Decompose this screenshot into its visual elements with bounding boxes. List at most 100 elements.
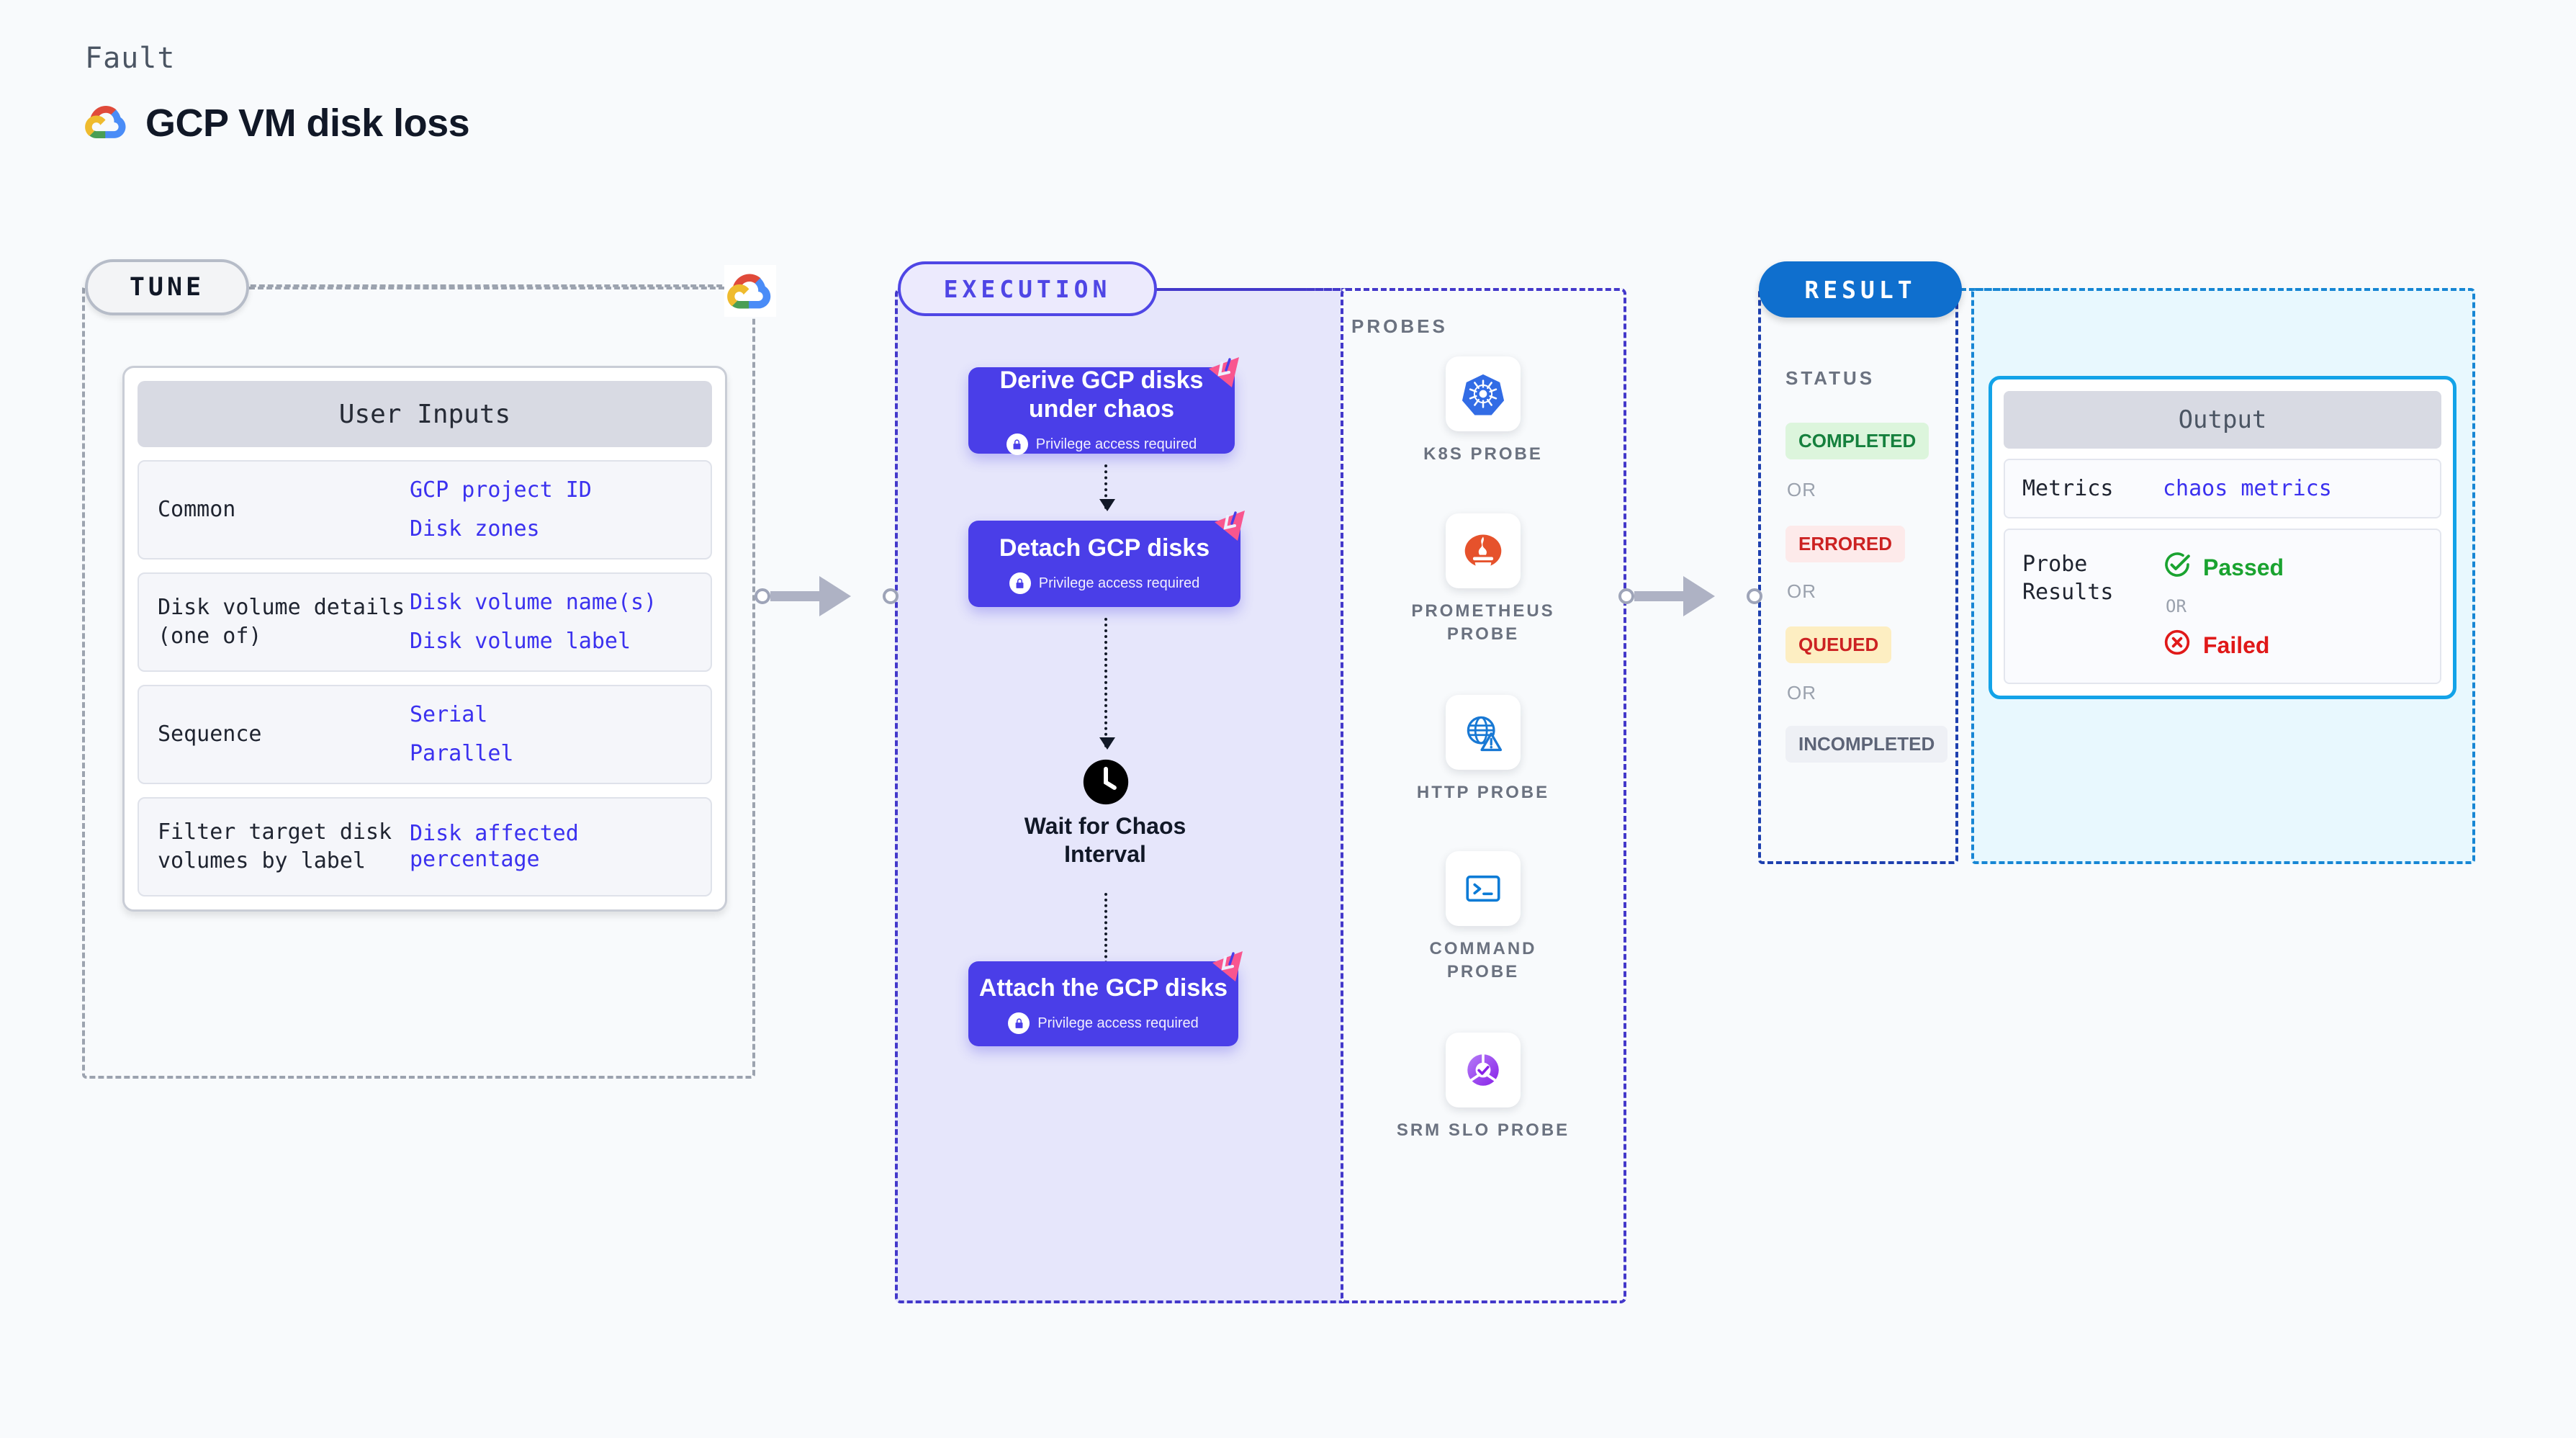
probes-panel (1341, 288, 1626, 1303)
connector-arrowhead (1683, 576, 1747, 616)
output-title: Output (2004, 391, 2441, 449)
check-circle-icon (2163, 550, 2192, 585)
user-input-row: Disk volume details (one of) Disk volume… (138, 572, 712, 672)
output-value[interactable]: chaos metrics (2163, 476, 2332, 501)
execution-top-connector (1157, 288, 1341, 291)
probe-item[interactable]: K8S PROBE (1393, 356, 1573, 466)
connector-line (770, 591, 819, 601)
connector-end-dot (883, 588, 899, 604)
terminal-icon (1446, 851, 1521, 926)
status-or: OR (1787, 580, 1816, 602)
output-row-probe-results: Probe Results Passed OR (2004, 529, 2441, 684)
gcp-logo-icon (724, 265, 776, 317)
litmus-logo-icon (1200, 353, 1245, 397)
user-inputs-title: User Inputs (138, 381, 712, 447)
connector-start-dot (1618, 588, 1634, 604)
result-pill[interactable]: RESULT (1759, 261, 1962, 318)
user-input-value[interactable]: Serial (410, 702, 488, 727)
litmus-logo-icon (1204, 947, 1248, 992)
status-badge: COMPLETED (1785, 423, 1929, 459)
user-inputs-card: User Inputs Common GCP project ID Disk z… (122, 366, 727, 912)
probe-name: COMMAND PROBE (1429, 939, 1537, 982)
user-input-key: Sequence (158, 722, 262, 747)
lock-icon (1009, 572, 1031, 595)
litmus-logo-icon (1206, 506, 1251, 551)
gcp-logo-icon (85, 103, 128, 144)
output-key: Probe Results (2022, 552, 2114, 605)
lock-icon (1008, 1012, 1030, 1035)
user-input-row: Filter target disk volumes by label Disk… (138, 797, 712, 896)
probe-name: PROMETHEUS PROBE (1411, 601, 1555, 644)
flow-arrow (1099, 618, 1115, 750)
tune-pill[interactable]: TUNE (85, 259, 249, 315)
status-badge: INCOMPLETED (1785, 726, 1948, 763)
execution-step-title: Derive GCP disks under chaos (999, 366, 1204, 423)
probe-failed-label: Failed (2203, 632, 2270, 658)
user-input-value[interactable]: Disk affected percentage (410, 821, 579, 872)
probe-name: SRM SLO PROBE (1396, 1120, 1570, 1140)
privilege-note-text: Privilege access required (1037, 1015, 1199, 1031)
privilege-note-text: Privilege access required (1035, 436, 1197, 452)
user-input-key: Common (158, 497, 236, 523)
probe-verdict-or: OR (2166, 596, 2187, 616)
probe-passed-label: Passed (2203, 554, 2284, 580)
probe-verdict-failed: Failed (2163, 628, 2284, 662)
user-input-value[interactable]: GCP project ID (410, 477, 592, 503)
clock-icon (1081, 758, 1130, 806)
fault-title-row: GCP VM disk loss (85, 101, 470, 145)
privilege-note: Privilege access required (1009, 572, 1200, 595)
connector-line (1634, 591, 1683, 601)
privilege-note: Privilege access required (1008, 1012, 1199, 1035)
user-input-key: Disk volume details (one of) (158, 595, 405, 649)
connector-execution-to-result (1618, 576, 1762, 616)
execution-step-box[interactable]: Detach GCP disks Privilege access requir… (968, 511, 1245, 607)
status-badge: QUEUED (1785, 626, 1892, 663)
probe-verdict-passed: Passed (2163, 550, 2284, 585)
probe-item[interactable]: SRM SLO PROBE (1393, 1033, 1573, 1142)
flow-arrow (1099, 464, 1115, 511)
user-input-value[interactable]: Disk volume name(s) (410, 590, 657, 615)
execution-step-box[interactable]: Attach the GCP disks Privilege access re… (968, 951, 1243, 1046)
wait-label: Wait for Chaos Interval (1024, 813, 1186, 868)
probe-name: K8S PROBE (1423, 444, 1543, 464)
user-input-value[interactable]: Disk zones (410, 516, 540, 542)
prometheus-icon (1446, 513, 1521, 588)
connector-start-dot (755, 588, 770, 604)
probe-name: HTTP PROBE (1416, 783, 1550, 802)
connector-end-dot (1747, 588, 1762, 604)
page-title: GCP VM disk loss (145, 102, 470, 145)
result-top-connector (1960, 288, 2043, 291)
probes-label: PROBES (1351, 315, 1448, 337)
execution-step-title: Attach the GCP disks (978, 974, 1228, 1002)
privilege-note: Privilege access required (1006, 433, 1197, 456)
status-badge: ERRORED (1785, 526, 1906, 562)
x-circle-icon (2163, 628, 2192, 662)
http-globe-warning-icon (1446, 695, 1521, 770)
output-row-metrics: Metrics chaos metrics (2004, 459, 2441, 518)
user-input-key: Filter target disk volumes by label (158, 819, 392, 873)
probe-item[interactable]: COMMAND PROBE (1393, 851, 1573, 984)
status-or: OR (1787, 479, 1816, 500)
output-key: Metrics (2022, 476, 2114, 501)
fault-kicker: Fault (85, 42, 176, 75)
srm-slo-icon (1446, 1033, 1521, 1107)
user-input-value[interactable]: Disk volume label (410, 629, 631, 654)
probe-item[interactable]: PROMETHEUS PROBE (1393, 513, 1573, 647)
privilege-note-text: Privilege access required (1038, 575, 1200, 591)
tune-panel (82, 284, 755, 1079)
user-input-row: Common GCP project ID Disk zones (138, 460, 712, 560)
status-label: STATUS (1785, 367, 1875, 389)
output-card: Output Metrics chaos metrics Probe Resul… (1989, 376, 2456, 699)
user-input-row: Sequence Serial Parallel (138, 685, 712, 784)
execution-pill[interactable]: EXECUTION (898, 261, 1157, 316)
status-or: OR (1787, 682, 1816, 704)
connector-tune-to-execution (755, 576, 899, 616)
lock-icon (1006, 433, 1028, 456)
probe-item[interactable]: HTTP PROBE (1393, 695, 1573, 804)
tune-top-connector (249, 287, 724, 289)
connector-arrowhead (819, 576, 883, 616)
kubernetes-icon (1446, 356, 1521, 431)
execution-step-title: Detach GCP disks (999, 534, 1210, 562)
user-input-value[interactable]: Parallel (410, 741, 514, 766)
execution-step-box[interactable]: Derive GCP disks under chaos Privilege a… (968, 357, 1239, 456)
